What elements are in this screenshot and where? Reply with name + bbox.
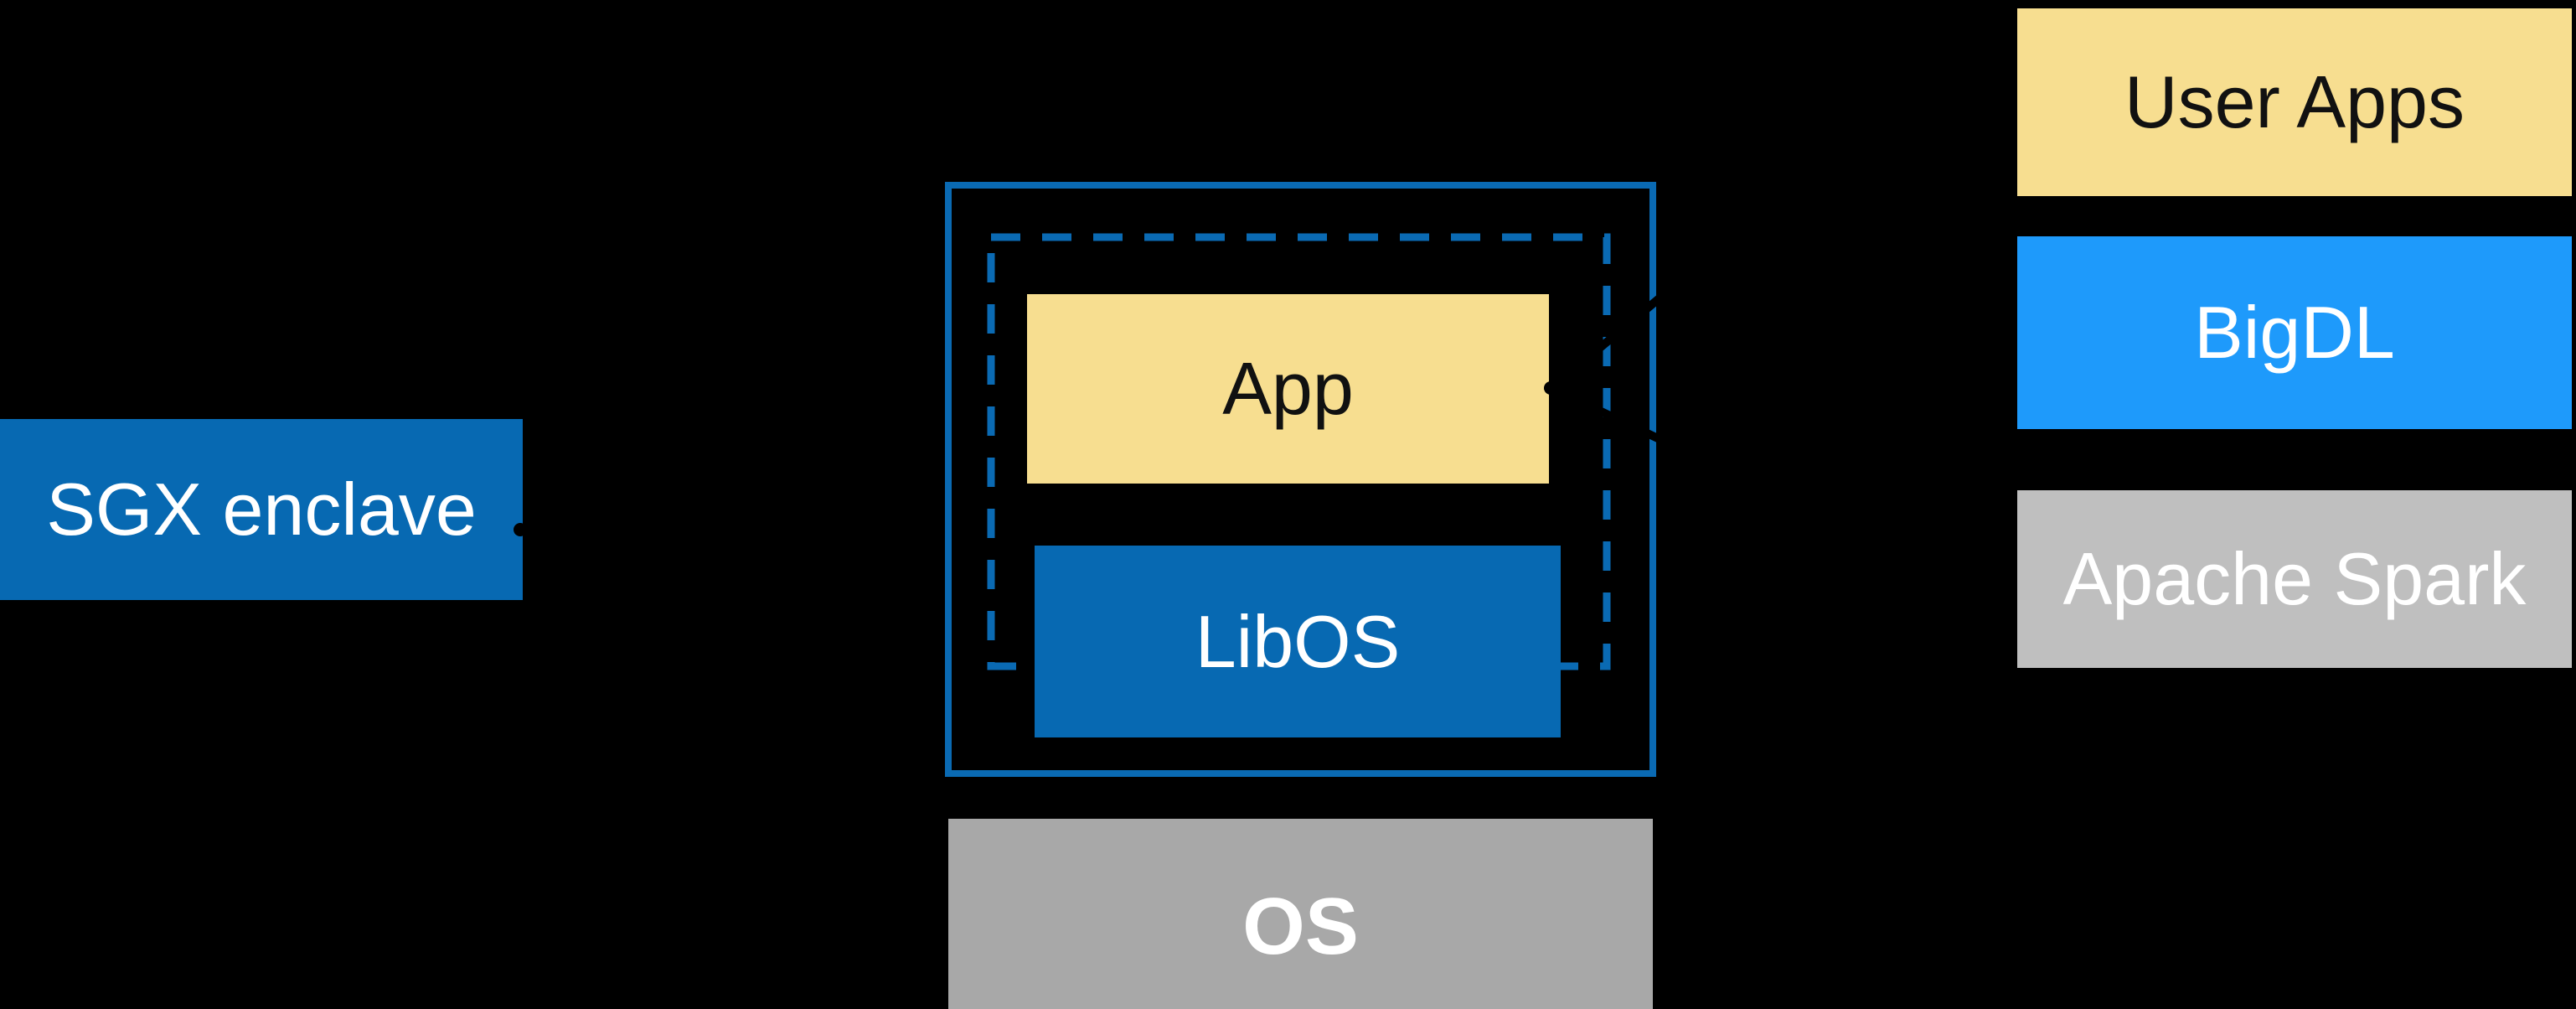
bigdl-label: BigDL xyxy=(2194,291,2395,374)
apache-spark-box: Apache Spark xyxy=(2017,490,2572,668)
app-box: App xyxy=(1027,294,1549,484)
os-label: OS xyxy=(1242,881,1359,971)
host-boundary-box xyxy=(945,182,1656,777)
apache-spark-label: Apache Spark xyxy=(2062,537,2527,620)
libos-label: LibOS xyxy=(1195,599,1401,683)
sgx-enclave-label-box: SGX enclave xyxy=(0,419,523,600)
user-apps-label: User Apps xyxy=(2124,60,2465,143)
user-apps-box: User Apps xyxy=(2017,8,2572,196)
app-label: App xyxy=(1222,347,1354,430)
libos-box: LibOS xyxy=(1035,546,1561,737)
sgx-enclave-pointer-arrow-icon xyxy=(514,449,932,536)
sgx-enclave-label: SGX enclave xyxy=(46,468,477,551)
os-box: OS xyxy=(948,819,1653,1009)
bigdl-box: BigDL xyxy=(2017,236,2572,429)
